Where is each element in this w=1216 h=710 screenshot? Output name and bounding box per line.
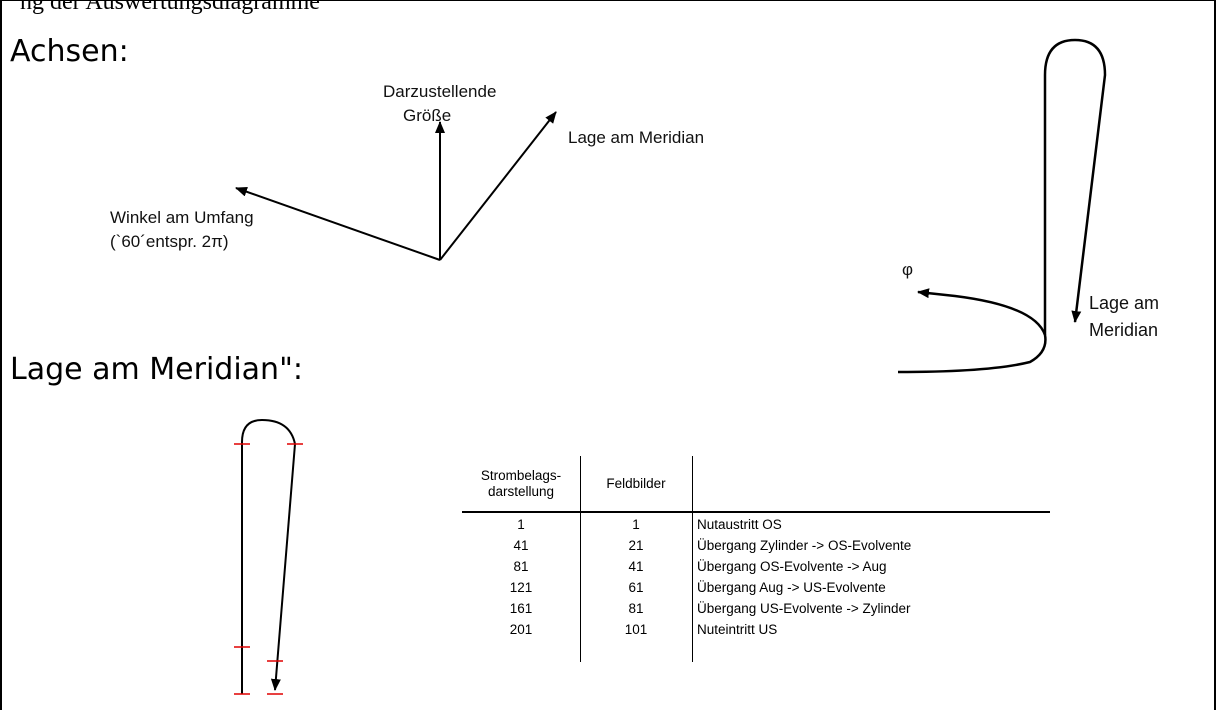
meridian-slot-outline <box>241 418 297 694</box>
header-strombelag-text: Strombelags- darstellung <box>480 468 562 499</box>
cell-description: Übergang Aug -> US-Evolvente <box>697 580 886 595</box>
cell-strombelag: 1 <box>517 517 525 532</box>
cell-description: Übergang Zylinder -> OS-Evolvente <box>697 538 912 553</box>
table-divider-2 <box>692 456 693 662</box>
meridian-axis-label: Lage am Meridian <box>568 128 705 147</box>
cutoff-heading: ng der Auswertungsdiagramme <box>20 0 320 15</box>
vertical-axis-label-line2: Größe <box>403 106 452 125</box>
vertical-axis-label-line1: Darzustellende <box>383 82 497 101</box>
table-row: 81 41 Übergang OS-Evolvente -> Aug <box>462 556 1050 577</box>
header-description <box>694 456 1050 512</box>
cell-description: Nuteintritt US <box>697 622 778 637</box>
cell-feldbild: 81 <box>628 601 644 616</box>
cell-strombelag: 121 <box>509 580 533 595</box>
cell-description: Nutaustritt OS <box>697 517 782 532</box>
cell-feldbild: 41 <box>628 559 644 574</box>
table-row: 201 101 Nuteintritt US <box>462 619 1050 640</box>
meridian-axis-arrow <box>439 111 557 261</box>
cell-strombelag: 161 <box>509 601 533 616</box>
cell-feldbild: 101 <box>624 622 648 637</box>
meridian-marks <box>234 443 303 695</box>
cell-description: Übergang US-Evolvente -> Zylinder <box>697 601 911 616</box>
phi-label: φ <box>902 260 914 279</box>
table-header-rule <box>462 511 1050 513</box>
angle-axis-label-line2: (`60´entspr. 2π) <box>110 232 229 251</box>
cell-strombelag: 41 <box>513 538 529 553</box>
cell-strombelag: 201 <box>509 622 533 637</box>
angle-axis-arrow <box>235 186 441 261</box>
angle-axis-label-line1: Winkel am Umfang <box>110 208 254 227</box>
sketch-meridian-label-line2: Meridian <box>1089 320 1159 340</box>
table-row: 41 21 Übergang Zylinder -> OS-Evolvente <box>462 535 1050 556</box>
table-row: 121 61 Übergang Aug -> US-Evolvente <box>462 577 1050 598</box>
table-row: 161 81 Übergang US-Evolvente -> Zylinder <box>462 598 1050 619</box>
table-divider-1 <box>580 456 581 662</box>
table-row: 1 1 Nutaustritt OS <box>462 514 1050 535</box>
header-feldbilder: Feldbilder <box>581 456 691 512</box>
cell-feldbild: 61 <box>628 580 644 595</box>
circumference-arc <box>897 288 1047 374</box>
axes-heading: Achsen: <box>10 34 129 69</box>
cell-description: Übergang OS-Evolvente -> Aug <box>697 559 887 574</box>
header-feldbilder-text: Feldbilder <box>606 476 666 491</box>
slot-meridian-curve <box>1043 38 1107 335</box>
cell-feldbild: 1 <box>632 517 640 532</box>
sketch-meridian-label-line1: Lage am <box>1089 293 1160 313</box>
cell-feldbild: 21 <box>628 538 644 553</box>
cell-strombelag: 81 <box>513 559 529 574</box>
meridian-heading: Lage am Meridian": <box>10 352 303 387</box>
header-strombelag: Strombelags- darstellung <box>462 456 580 512</box>
